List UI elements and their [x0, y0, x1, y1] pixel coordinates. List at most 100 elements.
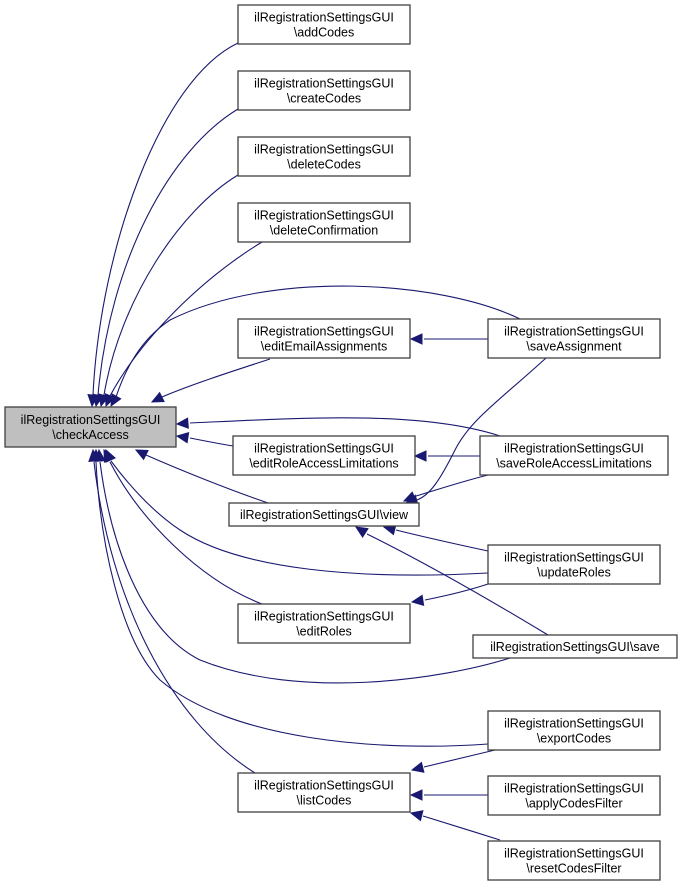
node-method-label: \deleteConfirmation	[270, 224, 378, 238]
node-class-label: ilRegistrationSettingsGUI	[504, 551, 644, 565]
edge-editRoleAccessLimitations-to-checkAccess	[175, 432, 234, 447]
arrowhead-icon	[150, 391, 165, 403]
edge-save-to-checkAccess	[94, 448, 511, 684]
node-box	[237, 772, 411, 813]
node-addCodes[interactable]: ilRegistrationSettingsGUI\addCodes	[237, 4, 411, 45]
node-saveAssignment[interactable]: ilRegistrationSettingsGUI\saveAssignment	[487, 318, 661, 359]
arrowhead-icon	[410, 594, 425, 606]
node-class-label: ilRegistrationSettingsGUI	[504, 717, 644, 731]
edge-line	[424, 583, 489, 601]
node-view[interactable]: ilRegistrationSettingsGUI\view	[228, 502, 420, 527]
edge-line	[415, 474, 489, 497]
node-class-label: ilRegistrationSettingsGUI	[504, 442, 644, 456]
node-class-label: ilRegistrationSettingsGUI	[21, 413, 161, 427]
node-method-label: \exportCodes	[537, 732, 611, 746]
node-exportCodes[interactable]: ilRegistrationSettingsGUI\exportCodes	[487, 710, 661, 751]
arrowhead-icon	[409, 333, 423, 345]
edge-line	[115, 285, 521, 398]
node-method-label: \saveRoleAccessLimitations	[496, 457, 652, 471]
node-method-label: \editRoles	[296, 625, 352, 639]
edge-view-to-checkAccess	[134, 449, 269, 504]
edge-line	[423, 749, 496, 768]
edge-line	[366, 533, 549, 636]
arrowhead-icon	[88, 448, 100, 462]
node-class-label: ilRegistrationSettingsGUI\save	[490, 640, 660, 654]
node-method-label: \listCodes	[297, 794, 352, 808]
node-updateRoles[interactable]: ilRegistrationSettingsGUI\updateRoles	[487, 544, 661, 585]
edge-editRoles-to-checkAccess	[103, 448, 263, 605]
node-method-label: \applyCodesFilter	[525, 797, 622, 811]
edge-editEmailAssignments-to-checkAccess	[150, 358, 271, 403]
edge-line	[109, 241, 263, 397]
node-class-label: ilRegistrationSettingsGUI	[254, 325, 394, 339]
edge-line	[422, 815, 501, 841]
edge-createCodes-to-checkAccess	[92, 108, 239, 408]
node-box	[487, 318, 661, 359]
node-deleteConfirmation[interactable]: ilRegistrationSettingsGUI\deleteConfirma…	[237, 202, 411, 243]
edge-line	[189, 437, 234, 447]
node-box	[4, 406, 177, 448]
node-method-label: \createCodes	[287, 92, 361, 106]
node-resetCodesFilter[interactable]: ilRegistrationSettingsGUI\resetCodesFilt…	[487, 840, 661, 881]
node-box	[487, 710, 661, 751]
node-save[interactable]: ilRegistrationSettingsGUI\save	[472, 634, 678, 659]
arrowhead-icon	[175, 432, 190, 444]
node-class-label: ilRegistrationSettingsGUI	[504, 782, 644, 796]
arrowhead-icon	[354, 526, 369, 539]
edge-listCodes-to-checkAccess	[88, 448, 256, 774]
node-box	[237, 202, 411, 243]
arrowhead-icon	[110, 393, 122, 408]
edge-saveRoleAccessLimitations-to-editRoleAccessLimitations	[413, 450, 480, 462]
node-class-label: ilRegistrationSettingsGUI	[254, 779, 394, 793]
node-method-label: \deleteCodes	[287, 158, 361, 172]
edge-exportCodes-to-listCodes	[410, 749, 496, 773]
edge-updateRoles-to-view	[382, 524, 489, 552]
node-class-label: ilRegistrationSettingsGUI\view	[240, 508, 409, 522]
edge-saveRoleAccessLimitations-to-view	[402, 474, 489, 502]
edges-layer	[87, 42, 549, 841]
node-listCodes[interactable]: ilRegistrationSettingsGUI\listCodes	[237, 772, 411, 813]
node-method-label: \editRoleAccessLimitations	[249, 457, 398, 471]
node-editRoles[interactable]: ilRegistrationSettingsGUI\editRoles	[237, 603, 411, 644]
node-box	[232, 435, 416, 476]
edge-line	[103, 174, 239, 396]
edge-addCodes-to-checkAccess	[87, 42, 239, 408]
node-method-label: \editEmailAssignments	[261, 340, 387, 354]
node-class-label: ilRegistrationSettingsGUI	[254, 77, 394, 91]
node-box	[487, 840, 661, 881]
node-applyCodesFilter[interactable]: ilRegistrationSettingsGUI\applyCodesFilt…	[487, 775, 661, 816]
edge-line	[95, 461, 489, 747]
edge-line	[109, 461, 263, 605]
edge-saveAssignment-to-editEmailAssignments	[409, 333, 488, 345]
arrowhead-icon	[402, 491, 417, 502]
edge-saveAssignment-to-view	[404, 357, 547, 506]
node-box	[487, 544, 661, 585]
arrowhead-icon	[175, 417, 189, 429]
node-editRoleAccessLimitations[interactable]: ilRegistrationSettingsGUI\editRoleAccess…	[232, 435, 416, 476]
edge-line	[416, 357, 547, 501]
arrowhead-icon	[409, 810, 424, 822]
arrowhead-icon	[413, 450, 427, 462]
node-box	[237, 70, 411, 111]
edge-line	[161, 358, 271, 398]
arrowhead-icon	[134, 449, 149, 461]
node-saveRoleAccessLimitations[interactable]: ilRegistrationSettingsGUI\saveRoleAccess…	[479, 435, 669, 476]
edge-saveRoleAccessLimitations-to-checkAccess	[175, 417, 501, 437]
node-createCodes[interactable]: ilRegistrationSettingsGUI\createCodes	[237, 70, 411, 111]
node-box	[237, 603, 411, 644]
arrowhead-icon	[409, 789, 423, 801]
edge-exportCodes-to-checkAccess	[90, 448, 489, 747]
node-deleteCodes[interactable]: ilRegistrationSettingsGUI\deleteCodes	[237, 136, 411, 177]
node-box	[237, 136, 411, 177]
node-editEmailAssignments[interactable]: ilRegistrationSettingsGUI\editEmailAssig…	[237, 318, 411, 359]
node-method-label: \saveAssignment	[526, 340, 622, 354]
edge-applyCodesFilter-to-listCodes	[409, 789, 488, 801]
edge-line	[145, 454, 269, 504]
node-method-label: \addCodes	[294, 26, 354, 40]
node-class-label: ilRegistrationSettingsGUI	[254, 209, 394, 223]
node-box	[472, 634, 678, 659]
node-class-label: ilRegistrationSettingsGUI	[254, 11, 394, 25]
node-box	[479, 435, 669, 476]
edge-updateRoles-to-editRoles	[410, 583, 489, 606]
